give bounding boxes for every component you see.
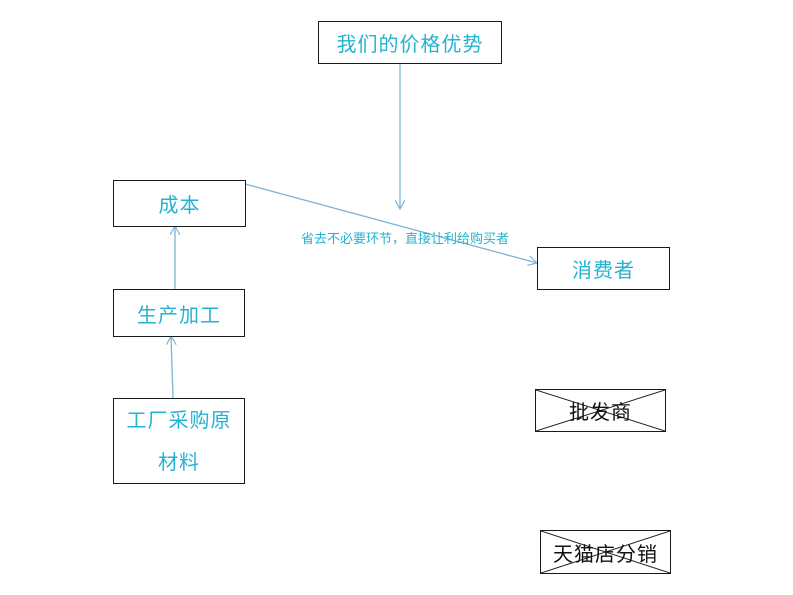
node-tmall-distribution: 天猫店分销 [540,530,671,574]
annotation-text: 省去不必要环节，直接让利给购买者 [301,232,510,247]
node-raw-materials: 工厂采购原 材料 [113,398,245,484]
node-consumer-label: 消费者 [572,258,635,282]
node-cost-label: 成本 [158,193,201,217]
node-cost: 成本 [113,180,246,227]
strikethrough-cross-icon [541,531,670,573]
node-price-advantage: 我们的价格优势 [318,21,502,64]
node-production-label: 生产加工 [137,302,221,327]
arrow-cost-to-consumer [244,183,537,263]
node-production: 生产加工 [113,289,245,337]
node-wholesaler: 批发商 [535,389,666,432]
node-wholesaler-label: 批发商 [569,400,632,424]
node-raw-materials-label-line1: 工厂采购原 [126,408,232,432]
strikethrough-cross-icon [536,390,665,431]
node-raw-materials-label-line2: 材料 [158,450,200,474]
arrow-materials-to-production [171,336,173,399]
node-tmall-distribution-label: 天猫店分销 [553,541,658,566]
node-consumer: 消费者 [537,247,670,290]
node-price-advantage-label: 我们的价格优势 [336,32,484,56]
